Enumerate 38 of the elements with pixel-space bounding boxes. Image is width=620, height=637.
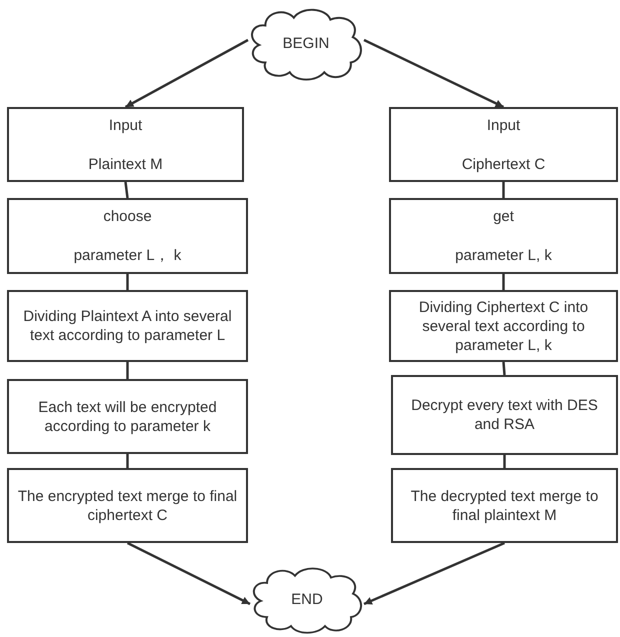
arrow — [364, 542, 505, 606]
connector-line — [126, 362, 129, 379]
connector-line — [126, 454, 129, 468]
process-text: Decrypt every text with DES and RSA — [410, 396, 599, 434]
process-text: choose — [103, 207, 152, 226]
process-box — [389, 107, 618, 182]
connector-line — [502, 362, 506, 376]
terminal-label: BEGIN — [282, 34, 330, 54]
process-text: Dividing Ciphertext C into several text according to parameter L, k — [418, 298, 590, 354]
process-text: Each text will be encrypted according to parameter k — [37, 398, 218, 436]
process-box — [389, 290, 618, 362]
arrow — [363, 38, 504, 108]
connector-line — [126, 274, 129, 290]
process-box — [7, 379, 248, 454]
arrow — [126, 542, 251, 606]
process-text: Dividing Plaintext A into several text according to parameter L — [22, 307, 233, 345]
connector-line — [502, 274, 505, 290]
process-text: The encrypted text merge to final ciphertext C — [16, 486, 238, 524]
process-text: parameter L， k — [74, 246, 182, 265]
process-text: Input — [486, 116, 520, 134]
process-text: Ciphertext C — [462, 154, 546, 174]
process-text: The decrypted text merge to final plaintext M — [410, 486, 600, 524]
process-box — [389, 198, 618, 274]
process-box — [7, 468, 248, 543]
process-text: Plaintext M — [88, 154, 163, 174]
connector-line — [124, 182, 129, 198]
arrow — [124, 38, 249, 108]
process-box — [7, 290, 248, 362]
connector-line — [503, 455, 506, 468]
process-text: get — [493, 207, 514, 226]
process-box — [7, 107, 244, 182]
process-text: Input — [108, 116, 142, 134]
process-box — [7, 198, 248, 274]
terminal-label: END — [291, 590, 323, 610]
process-text: parameter L, k — [455, 246, 552, 265]
connector-line — [502, 182, 505, 198]
process-box — [391, 375, 618, 455]
process-box — [391, 468, 618, 543]
